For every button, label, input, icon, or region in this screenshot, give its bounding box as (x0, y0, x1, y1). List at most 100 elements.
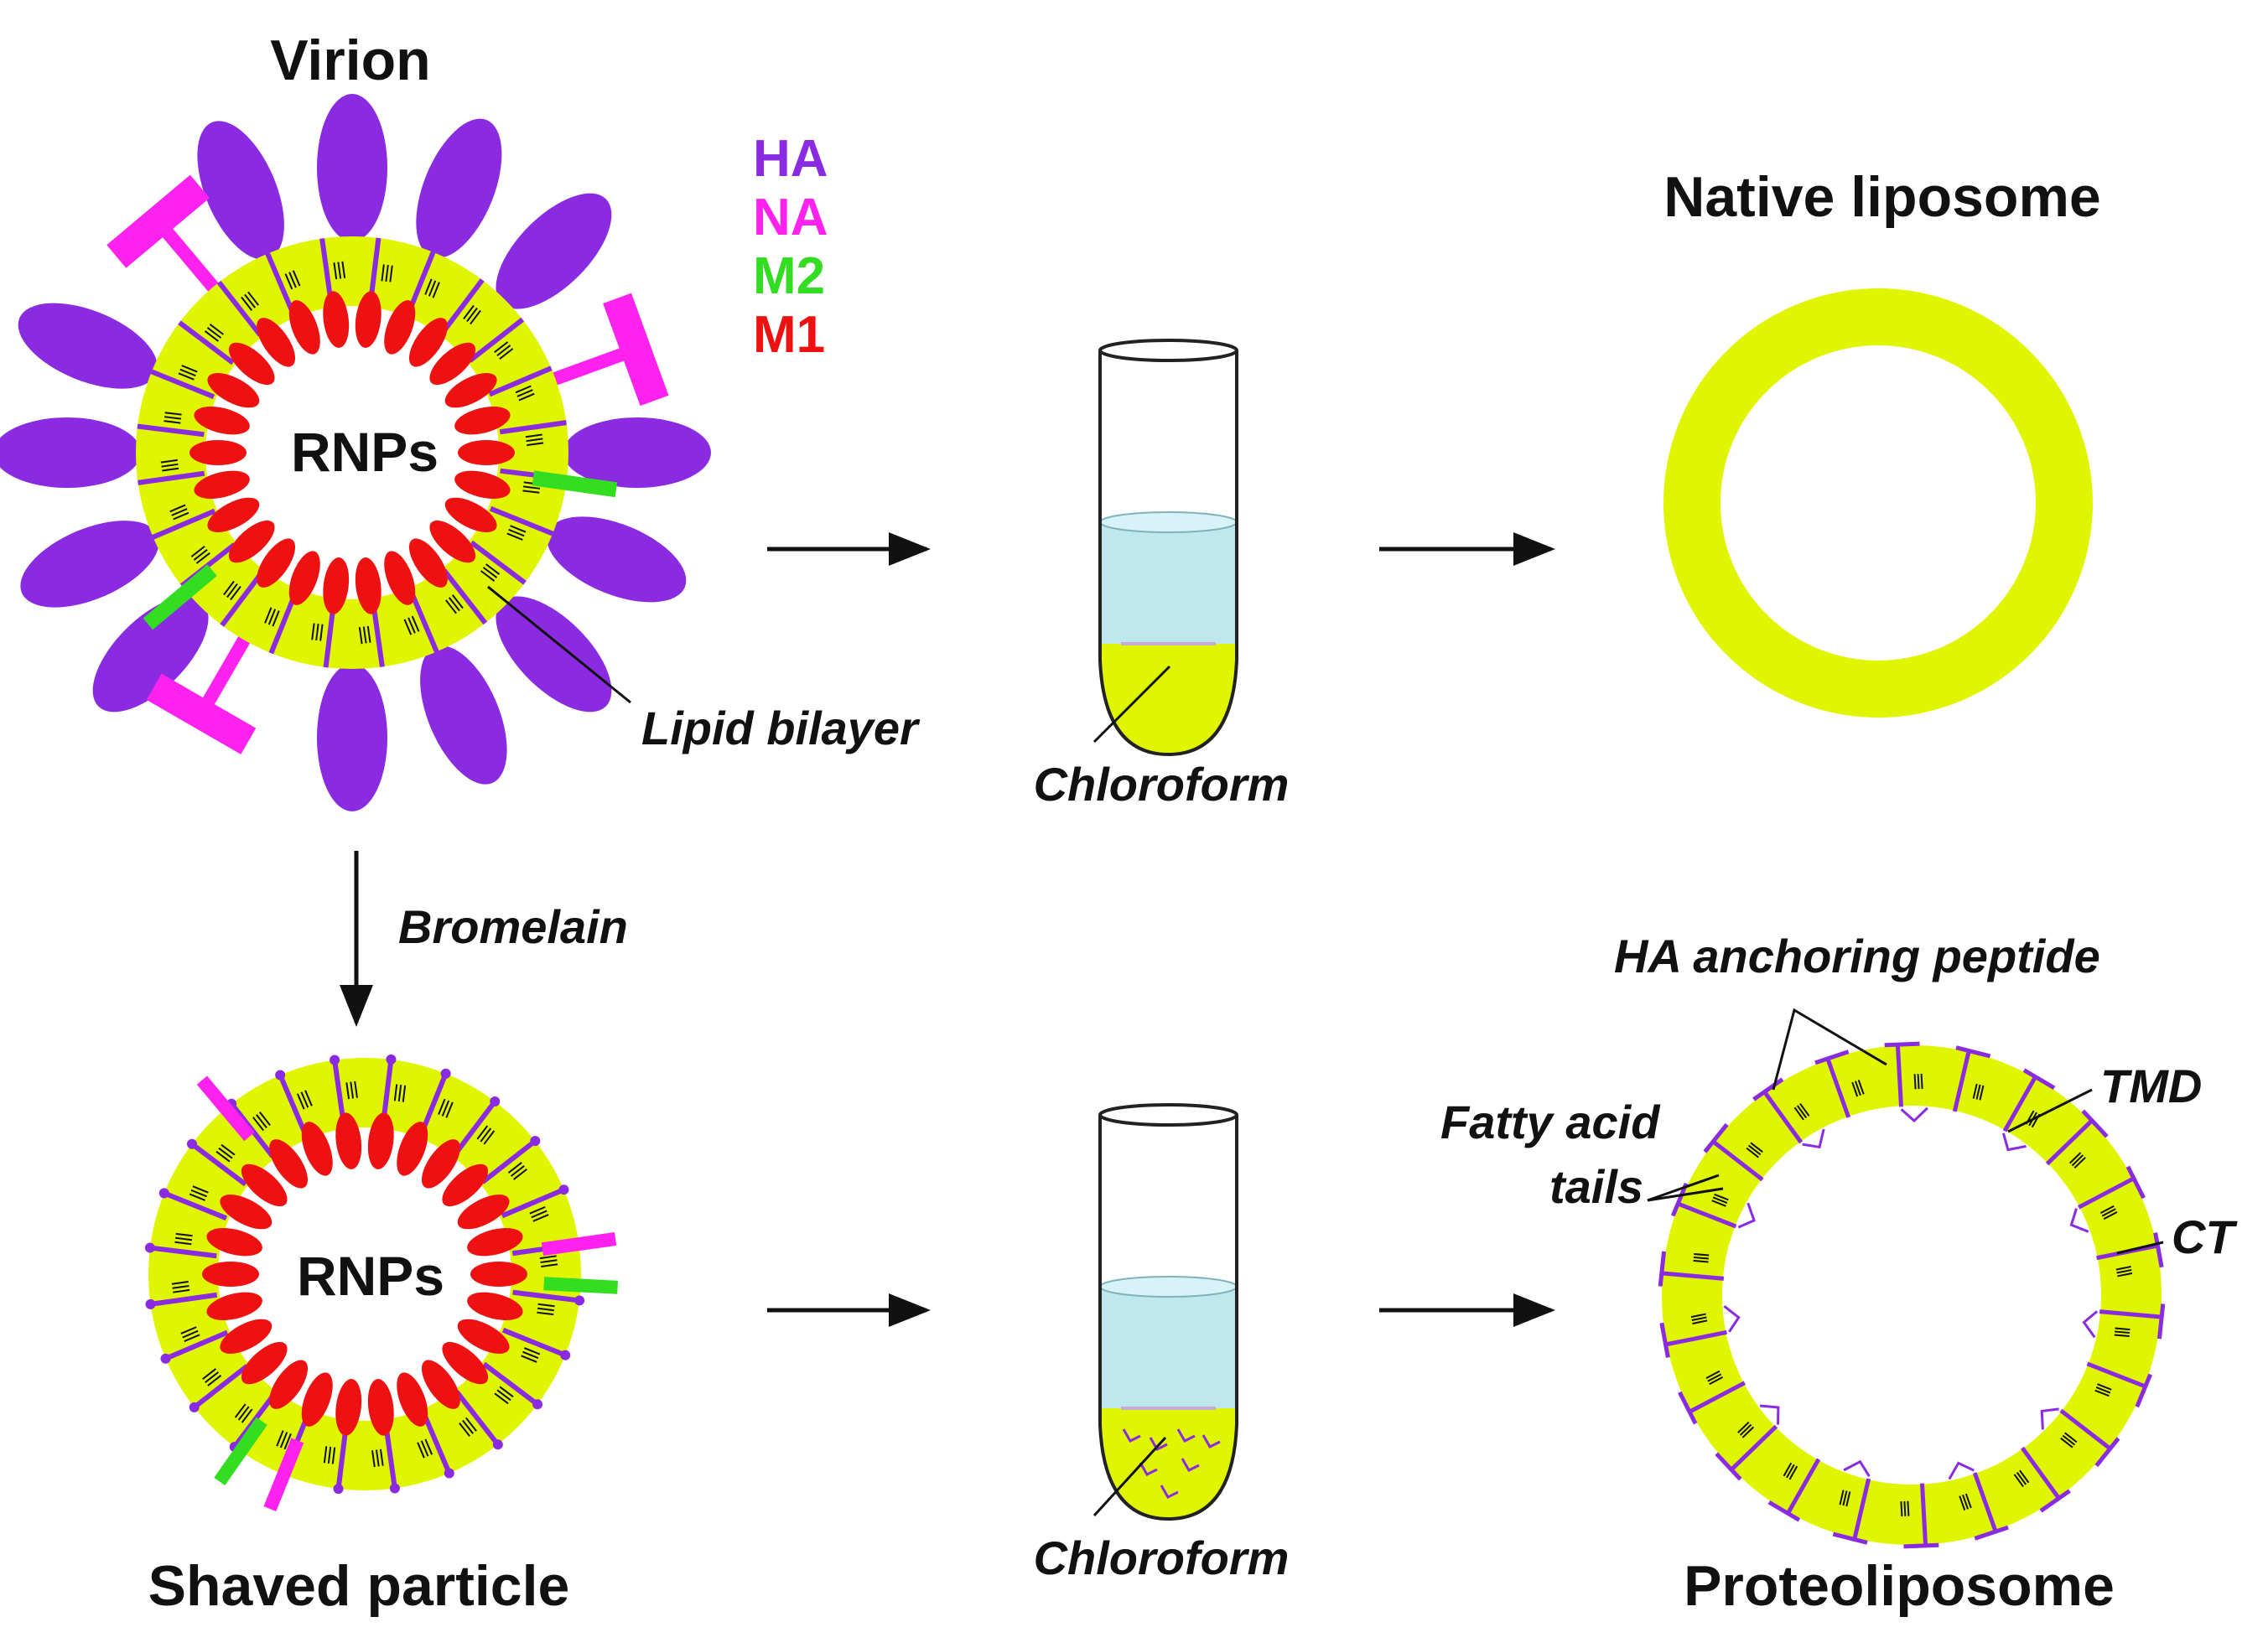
fatty-acid-tick (171, 1281, 189, 1285)
m1-protein (206, 1228, 262, 1257)
fatty-acid-tick (179, 368, 196, 377)
ha-spike-head (20, 521, 159, 608)
fatty-acid-tick (2114, 1334, 2130, 1338)
m1-protein (367, 1112, 394, 1169)
fatty-acid-tick (1750, 1142, 1763, 1153)
tube-rim (1098, 1103, 1238, 1127)
fatty-acid-tick (256, 1114, 267, 1129)
fatty-acid-tick (354, 1081, 358, 1098)
m1-protein (467, 1228, 523, 1257)
fatty-acid-tick (288, 272, 297, 288)
aqueous-surface (1099, 511, 1238, 533)
fatty-acid-tick (304, 1090, 313, 1106)
fatty-acid-tick (1913, 1074, 1917, 1090)
chloroform-leader-top (1092, 665, 1171, 744)
chloroform-leader-bottom (1092, 1436, 1167, 1517)
fatty-acid-tick (300, 1091, 309, 1108)
fatty-acid-tick (532, 1214, 549, 1222)
fatty-acid-tick (1972, 1083, 1978, 1099)
fatty-acid-tails (296, 1090, 313, 1110)
fatty-acid-tick (331, 1447, 336, 1464)
fatty-acid-tick (2073, 1157, 2086, 1169)
fatty-acid-tick (506, 532, 523, 541)
m1-protein (228, 342, 275, 386)
fatty-acid-tails (234, 1403, 253, 1423)
na-stub (541, 1232, 617, 1257)
chloroform-label-top: Chloroform (1034, 758, 1290, 811)
fatty-acid-tick (1709, 1376, 1724, 1386)
fatty-acid-tick (292, 270, 301, 287)
fatty-acid-tick (202, 1368, 217, 1381)
fatty-acid-tick (1691, 1316, 1707, 1322)
ha-anchoring-peptides (1658, 1041, 2166, 1549)
ha-transmembrane-stem (147, 1292, 218, 1308)
peptide-cap (1884, 1041, 1920, 1048)
fatty-acid-tails (1851, 1080, 1865, 1097)
fatty-acid-tick (2101, 1208, 2116, 1217)
ha-spike-head (420, 645, 507, 785)
lipid-bilayer-leader (487, 585, 631, 704)
fatty-acid-tails (1737, 1421, 1755, 1438)
cytoplasmic-tail (1802, 1128, 1825, 1149)
fatty-acid-tick (163, 416, 182, 420)
fatty-acid-tick (205, 1371, 220, 1383)
fatty-acid-tick (252, 1117, 264, 1132)
ha-transmembrane-stem (152, 508, 216, 540)
m1-protein (241, 1163, 288, 1207)
m1-protein (397, 1122, 428, 1176)
ha-anchoring-peptide (1952, 1051, 1971, 1112)
m1-protein (421, 1139, 460, 1189)
dissolved-peptide (1176, 1428, 1196, 1443)
ha-spike-head (496, 596, 612, 713)
fatty-acid-tick (445, 599, 457, 614)
proteoliposome-ring (1662, 1045, 2162, 1545)
fatty-acid-tick (522, 490, 540, 494)
peptide-cap (1703, 1122, 1729, 1153)
ha-spike-head (18, 303, 158, 389)
ha-transmembrane-stem (501, 1327, 570, 1359)
fatty-acid-tick (507, 1162, 522, 1174)
tube-outline (1098, 350, 1238, 757)
na-m2-stubs (196, 1075, 619, 1512)
fatty-acid-tails (202, 1368, 222, 1386)
m1-protein (228, 520, 275, 563)
ha-anchor-stub (144, 1242, 155, 1253)
shaved-particle: RNPs (144, 1054, 619, 1512)
ha-anchor-stub (186, 1138, 197, 1149)
ha-anchor-stub (490, 1096, 501, 1106)
ha-transmembrane-stem (407, 588, 439, 653)
chloroform-tube-bottom (1098, 1103, 1238, 1521)
fatty-acid-tick (1707, 1373, 1722, 1382)
ha-transmembrane-stem (150, 369, 215, 400)
cytoplasmic-tail (1737, 1202, 1756, 1229)
fatty-acid-tick (527, 442, 544, 447)
fatty-acid-tick (2064, 1432, 2078, 1443)
m1-protein (384, 551, 416, 605)
fatty-acid-tick (2062, 1434, 2076, 1446)
fatty-acid-tick (189, 1193, 206, 1201)
fatty-acid-tick (209, 324, 225, 335)
m1-protein (454, 407, 511, 435)
ha-anchor-stub (532, 1399, 543, 1410)
m1-protein (202, 1262, 259, 1287)
fatty-acid-tick (470, 309, 481, 325)
ha-transmembrane-stem (499, 420, 567, 435)
fatty-acid-tick (1855, 1081, 1861, 1096)
fatty-acid-tick (441, 1100, 450, 1117)
tube-outline (1098, 1115, 1238, 1521)
peptide-cap (1955, 1045, 1991, 1059)
ha-transmembrane-stem (159, 1189, 228, 1221)
fatty-acid-tick (462, 1419, 474, 1434)
fatty-acid-tails (529, 1205, 549, 1222)
m1-protein (408, 538, 448, 588)
fatty-acid-tick (428, 280, 437, 297)
fatty-acid-tick (402, 1085, 407, 1102)
fatty-acid-tick (537, 1303, 555, 1308)
ha-transmembrane-stem (512, 1289, 584, 1303)
ha-spike-head (197, 121, 284, 260)
fatty-acid-tails (2094, 1383, 2112, 1397)
ha-spike-head (92, 596, 209, 713)
ha-transmembrane-stem (265, 252, 297, 317)
virion-title: Virion (270, 29, 430, 92)
